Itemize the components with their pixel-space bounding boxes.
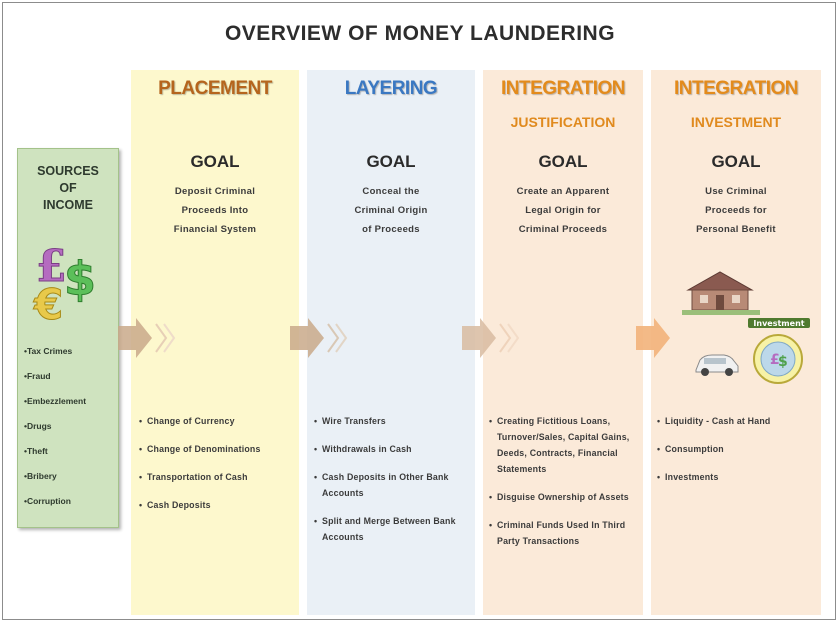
justification-list: Creating Fictitious Loans, Turnover/Sale… bbox=[489, 413, 641, 561]
svg-text:£: £ bbox=[36, 241, 67, 292]
placement-column bbox=[131, 70, 299, 615]
integration-justification-heading: INTEGRATION bbox=[501, 78, 625, 99]
arrow-right-icon bbox=[118, 318, 176, 358]
list-item: •Drugs bbox=[24, 421, 52, 431]
car-icon bbox=[695, 354, 739, 376]
layering-heading: LAYERING bbox=[344, 78, 438, 99]
list-item: Criminal Funds Used In Third Party Trans… bbox=[489, 517, 641, 549]
placement-list: Change of Currency Change of Denominatio… bbox=[139, 413, 297, 525]
house-icon bbox=[682, 271, 760, 315]
list-item: •Fraud bbox=[24, 371, 51, 381]
svg-text:$: $ bbox=[778, 354, 788, 370]
list-item: Consumption bbox=[657, 441, 819, 457]
svg-text:$: $ bbox=[64, 252, 96, 306]
justification-subheading: JUSTIFICATION bbox=[510, 114, 616, 130]
list-item: Liquidity - Cash at Hand bbox=[657, 413, 819, 429]
list-item: Withdrawals in Cash bbox=[314, 441, 472, 457]
list-item: •Bribery bbox=[24, 471, 57, 481]
svg-text:Investment: Investment bbox=[753, 319, 804, 328]
list-item: Cash Deposits in Other Bank Accounts bbox=[314, 469, 472, 501]
list-item: Cash Deposits bbox=[139, 497, 297, 513]
list-item: •Tax Crimes bbox=[24, 346, 73, 356]
sources-list: •Tax Crimes •Fraud •Embezzlement •Drugs … bbox=[24, 345, 86, 520]
list-item: •Theft bbox=[24, 446, 48, 456]
list-item: Transportation of Cash bbox=[139, 469, 297, 485]
list-item: Change of Currency bbox=[139, 413, 297, 429]
arrow-right-icon bbox=[462, 318, 520, 358]
list-item: Change of Denominations bbox=[139, 441, 297, 457]
layering-list: Wire Transfers Withdrawals in Cash Cash … bbox=[314, 413, 472, 557]
investment-subheading: INVESTMENT bbox=[690, 114, 782, 130]
goal-label: GOAL bbox=[538, 152, 588, 171]
sources-of-income-box: SOURCES OF INCOME £ $ € •Tax Crimes •Fra… bbox=[17, 148, 119, 528]
sources-title: SOURCES OF INCOME bbox=[37, 164, 99, 212]
list-item: Split and Merge Between Bank Accounts bbox=[314, 513, 472, 545]
goal-label: GOAL bbox=[190, 152, 240, 171]
integration-investment-heading: INTEGRATION bbox=[674, 78, 798, 99]
svg-text:€: € bbox=[33, 280, 63, 325]
list-item: Investments bbox=[657, 469, 819, 485]
list-item: Wire Transfers bbox=[314, 413, 472, 429]
list-item: •Corruption bbox=[24, 496, 71, 506]
currency-symbols-icon: £ $ € bbox=[33, 241, 97, 326]
diagram-title: OVERVIEW OF MONEY LAUNDERING bbox=[224, 22, 616, 45]
arrow-right-icon bbox=[636, 318, 670, 358]
goal-label: GOAL bbox=[711, 152, 761, 171]
list-item: Disguise Ownership of Assets bbox=[489, 489, 641, 505]
list-item: •Embezzlement bbox=[24, 396, 87, 406]
svg-text:£: £ bbox=[770, 352, 780, 368]
investment-list: Liquidity - Cash at Hand Consumption Inv… bbox=[657, 413, 819, 497]
list-item: Creating Fictitious Loans, Turnover/Sale… bbox=[489, 413, 641, 477]
goal-label: GOAL bbox=[366, 152, 416, 171]
arrow-right-icon bbox=[290, 318, 348, 358]
placement-heading: PLACEMENT bbox=[158, 78, 272, 99]
investment-globe-icon: Investment £ $ bbox=[748, 318, 810, 384]
